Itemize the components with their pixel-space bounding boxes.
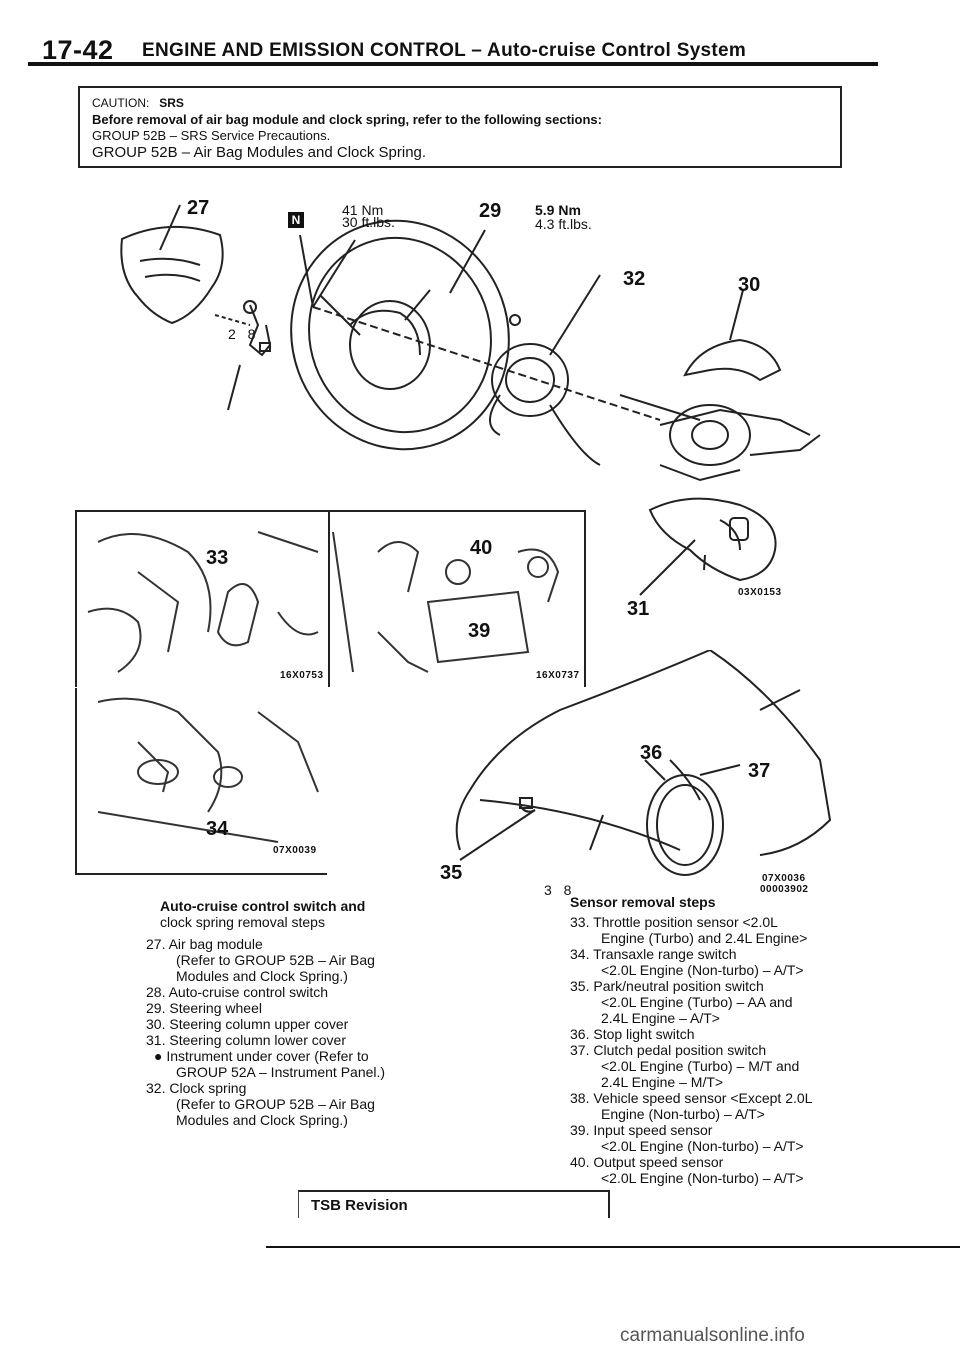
- figure-code-03x0153: 03X0153: [738, 587, 782, 598]
- header-rule: [28, 62, 878, 66]
- figure-code-00003902: 00003902: [760, 884, 809, 895]
- callout-35: 35: [440, 862, 463, 884]
- caution-line-1: Before removal of air bag module and clo…: [92, 112, 602, 127]
- callout-30: 30: [738, 274, 761, 296]
- list-item: 35. Park/neutral position switch: [570, 978, 764, 994]
- list-item: GROUP 52A – Instrument Panel.): [176, 1064, 386, 1080]
- figure-code-16x0737: 16X0737: [536, 670, 580, 681]
- list-item: 39. Input speed sensor: [570, 1122, 713, 1138]
- figure-code-16x0753: 16X0753: [280, 670, 324, 681]
- list-item: 38. Vehicle speed sensor <Except 2.0L: [570, 1090, 813, 1106]
- vehicle-sensor-locations-illustration: [455, 650, 832, 876]
- callout-33: 33: [206, 547, 229, 569]
- callout-29: 29: [479, 200, 502, 222]
- list-item: <2.0L Engine (Turbo) – AA and: [601, 994, 793, 1010]
- n-torque-badge: N: [288, 212, 304, 228]
- list-item: Engine (Turbo) and 2.4L Engine>: [601, 930, 808, 946]
- caution-line-3: GROUP 52B – Air Bag Modules and Clock Sp…: [92, 144, 427, 161]
- list-item: 28. Auto-cruise control switch: [146, 984, 329, 1000]
- callout-34: 34: [206, 818, 229, 840]
- list-item: Modules and Clock Spring.): [176, 1112, 348, 1128]
- left-heading-line-2: clock spring removal steps: [160, 914, 325, 930]
- callout-39: 39: [468, 620, 491, 642]
- page-number: 17-42: [42, 35, 114, 65]
- callout-40: 40: [470, 537, 493, 559]
- torque-spec-1-ftlbs: 30 ft.lbs.: [342, 214, 395, 230]
- clock-spring-removal-steps: 27. Air bag module (Refer to GROUP 52B –…: [146, 936, 385, 1128]
- list-item: (Refer to GROUP 52B – Air Bag: [176, 1096, 375, 1112]
- list-item: <2.0L Engine (Non-turbo) – A/T>: [601, 1170, 804, 1186]
- figure-code-07x0036: 07X0036: [762, 873, 806, 884]
- left-heading-line-1: Auto-cruise control switch and: [160, 898, 366, 914]
- tsb-revision-box: TSB Revision: [298, 1190, 610, 1218]
- list-item: 2.4L Engine – M/T>: [601, 1074, 724, 1090]
- torque-spec-2-ftlbs: 4.3 ft.lbs.: [535, 216, 592, 232]
- lower-cover-illustration: [639, 497, 777, 596]
- photo-frame-speed-sensors: [328, 510, 586, 687]
- sensor-removal-heading: Sensor removal steps: [570, 894, 716, 910]
- list-item: <2.0L Engine (Turbo) – M/T and: [601, 1058, 800, 1074]
- callout-27: 27: [187, 197, 210, 219]
- list-item: 32. Clock spring: [146, 1080, 247, 1096]
- callout-28: 2 8: [228, 326, 260, 342]
- photo-frame-throttle: [75, 510, 329, 687]
- callout-36: 36: [640, 742, 663, 764]
- caution-label: CAUTION:: [92, 96, 150, 110]
- watermark: carmanualsonline.info: [620, 1325, 805, 1346]
- list-item: 33. Throttle position sensor <2.0L: [570, 914, 778, 930]
- right-heading: Sensor removal steps: [570, 894, 716, 910]
- list-item: 30. Steering column upper cover: [146, 1016, 349, 1032]
- srs-tag: SRS: [159, 96, 184, 110]
- list-item: 31. Steering column lower cover: [146, 1032, 346, 1048]
- list-item: <2.0L Engine (Non-turbo) – A/T>: [601, 962, 804, 978]
- section-title: ENGINE AND EMISSION CONTROL – Auto-cruis…: [142, 40, 747, 61]
- list-item: 36. Stop light switch: [570, 1026, 695, 1042]
- torque-spec-2-nm: 5.9 Nm: [535, 202, 581, 218]
- caution-line-2: GROUP 52B – SRS Service Precautions.: [92, 128, 331, 143]
- clock-spring-removal-heading: Auto-cruise control switch and clock spr…: [160, 898, 365, 930]
- photo-frame-transaxle: [75, 688, 327, 875]
- list-item: <2.0L Engine (Non-turbo) – A/T>: [601, 1138, 804, 1154]
- callout-31: 31: [627, 598, 650, 620]
- list-item: 2.4L Engine – A/T>: [601, 1010, 720, 1026]
- list-item: 40. Output speed sensor: [570, 1154, 724, 1170]
- tsb-revision-label: TSB Revision: [311, 1197, 408, 1214]
- list-item: 37. Clutch pedal position switch: [570, 1042, 767, 1058]
- callout-37: 37: [748, 760, 771, 782]
- list-item: 34. Transaxle range switch: [570, 946, 737, 962]
- list-item: (Refer to GROUP 52B – Air Bag: [176, 952, 375, 968]
- list-item: 27. Air bag module: [146, 936, 263, 952]
- footer-rule: [266, 1246, 960, 1248]
- sensor-removal-steps: 33. Throttle position sensor <2.0L Engin…: [570, 914, 812, 1186]
- list-item: Engine (Non-turbo) – A/T>: [601, 1106, 765, 1122]
- list-item: Modules and Clock Spring.): [176, 968, 348, 984]
- figure-code-07x0039: 07X0039: [273, 845, 317, 856]
- torque-spec-1-nm: 41 Nm: [342, 202, 384, 218]
- callout-38: 3 8: [544, 882, 576, 898]
- engine-photos-illustration: [87, 531, 560, 843]
- caution-box: CAUTION: SRS Before removal of air bag m…: [78, 86, 842, 168]
- list-item: ● Instrument under cover (Refer to: [154, 1048, 369, 1064]
- steering-wheel-exploded-illustration: [120, 204, 821, 482]
- list-item: 29. Steering wheel: [146, 1000, 262, 1016]
- callout-32: 32: [623, 268, 646, 290]
